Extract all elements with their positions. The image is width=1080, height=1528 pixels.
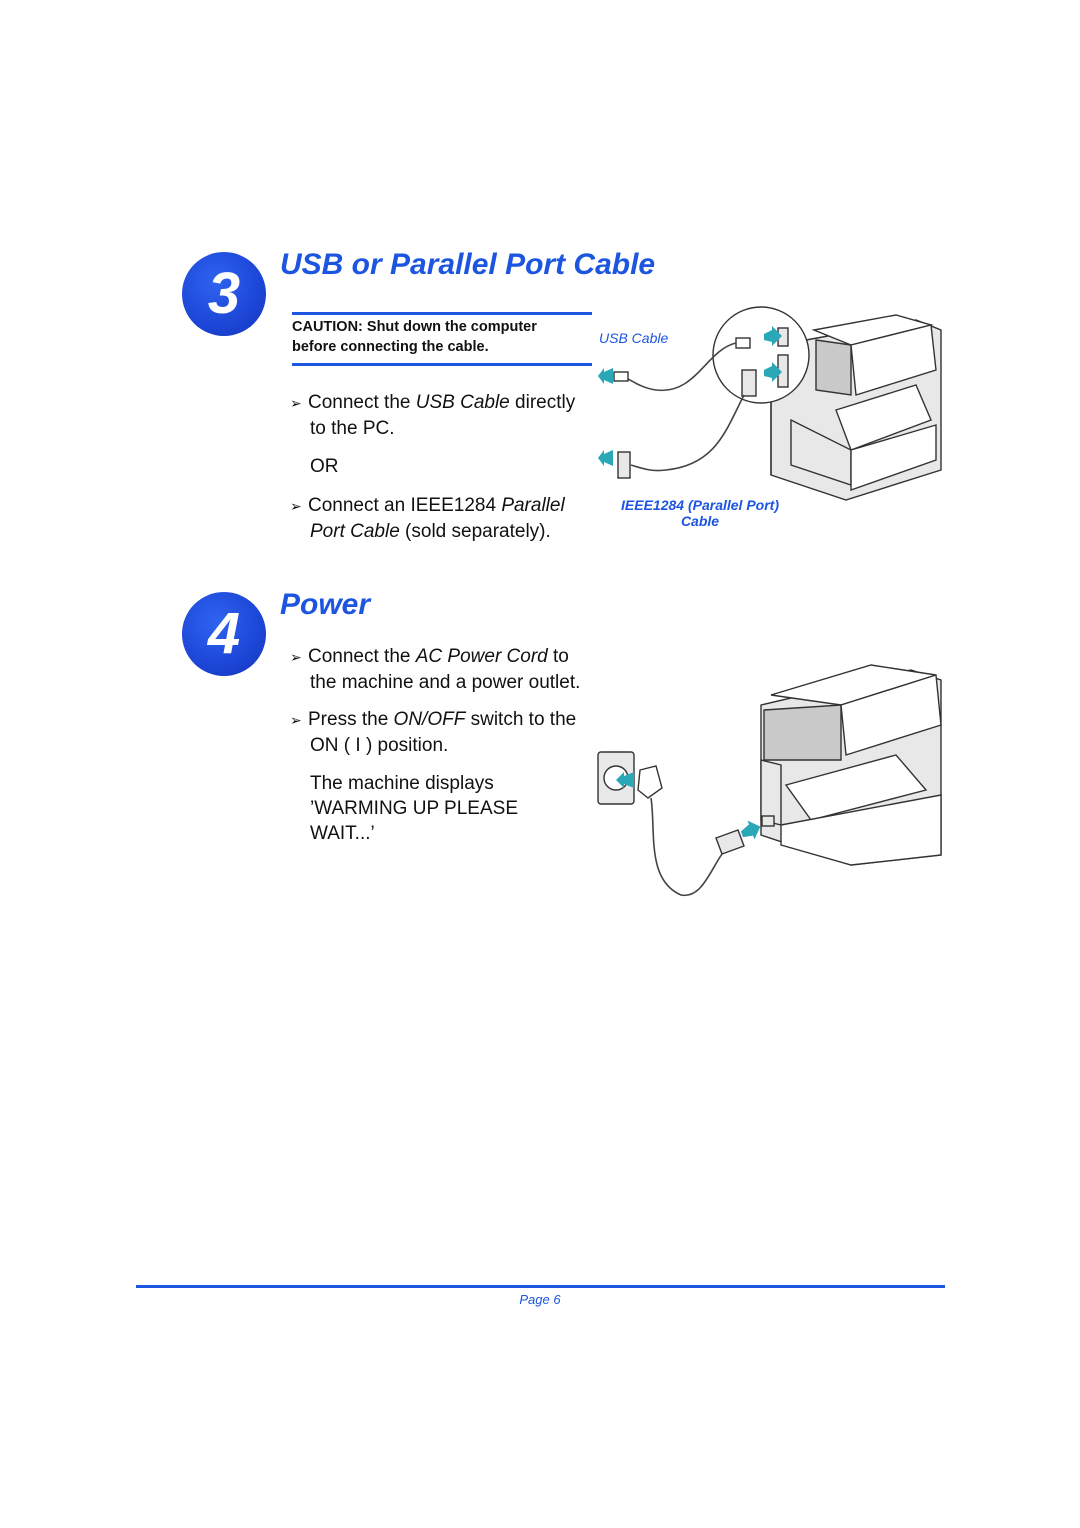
power-cord xyxy=(650,797,732,896)
zoom-circle xyxy=(712,306,810,404)
caution-bottom-rule xyxy=(292,363,592,366)
step-3-or: OR xyxy=(310,456,339,477)
display-note-line-2: ’WARMING UP PLEASE xyxy=(310,798,518,819)
bullet-cord-text-em: AC Power Cord xyxy=(415,646,548,667)
outlet-arrow-icon xyxy=(616,772,634,788)
usb-plug-end xyxy=(613,371,629,382)
power-connection-illustration xyxy=(597,664,942,896)
bullet-switch-text-post: switch to the xyxy=(465,709,577,730)
cable-connection-illustration xyxy=(598,306,942,501)
bullet-cord-text-pre: Connect the xyxy=(308,646,416,667)
step-3-bullet-parallel: ➢ Connect an IEEE1284 Parallel Port Cable… xyxy=(290,493,565,544)
step-4-badge: 4 xyxy=(182,592,266,676)
power-socket xyxy=(761,815,775,827)
bullet-parallel-text-em: Parallel xyxy=(501,495,565,516)
bullet-parallel-line2-em: Port Cable xyxy=(310,521,400,542)
bullet-usb-text-em: USB Cable xyxy=(415,392,510,413)
caution-top-rule xyxy=(292,312,592,315)
bullet-usb-line-2: to the PC. xyxy=(310,418,395,439)
iec-connector-icon xyxy=(715,829,745,855)
parallel-connector-icon xyxy=(741,369,757,397)
footer-rule xyxy=(136,1285,945,1288)
parallel-plug-end xyxy=(617,451,631,479)
bullet-cord-text-post: to xyxy=(547,646,569,667)
bullet-switch-text-pre: Press the xyxy=(308,709,394,730)
parallel-cable xyxy=(630,394,745,472)
step-3-number: 3 xyxy=(207,261,241,326)
bullet-usb-text-post: directly xyxy=(509,392,576,413)
caution-box: CAUTION: Shut down the computer before c… xyxy=(292,317,537,357)
bullet-usb-text-pre: Connect the xyxy=(308,392,416,413)
bullet-arrow-icon: ➢ xyxy=(290,395,302,411)
printer-illustration xyxy=(760,664,942,866)
page-number: Page 6 xyxy=(519,1292,561,1307)
usb-cable xyxy=(625,342,737,391)
power-plug-icon xyxy=(637,765,663,799)
ieee-cable-label-line-2: Cable xyxy=(680,513,720,529)
bullet-switch-text-em: ON/OFF xyxy=(393,709,466,730)
step-4-title: Power xyxy=(280,588,371,621)
step-3-bullet-usb: ➢ Connect the USB Cable directly to the P… xyxy=(290,390,575,441)
step-3-badge: 3 xyxy=(182,252,266,336)
step-4-bullet-cord: ➢ Connect the AC Power Cord to the machin… xyxy=(290,644,580,695)
usb-connector-icon xyxy=(735,337,751,349)
usb-cable-label: USB Cable xyxy=(599,330,669,346)
printer-illustration xyxy=(770,314,942,501)
caution-line-1: CAUTION: Shut down the computer xyxy=(292,319,537,335)
parallel-arrow-icon xyxy=(764,362,782,382)
usb-arrow-icon xyxy=(764,326,782,346)
iec-arrow-icon xyxy=(740,820,761,840)
parallel-end-arrow-icon xyxy=(598,450,613,466)
ieee-cable-label-line-1: IEEE1284 (Parallel Port) xyxy=(621,497,779,513)
bullet-parallel-text-pre: Connect an IEEE1284 xyxy=(308,495,502,516)
step-3-title: USB or Parallel Port Cable xyxy=(280,248,656,281)
display-note-line-1: The machine displays xyxy=(310,773,494,794)
step-4-bullet-switch: ➢ Press the ON/OFF switch to the ON ( I )… xyxy=(290,707,576,758)
ieee-cable-label: IEEE1284 (Parallel Port) Cable xyxy=(600,497,800,529)
bullet-arrow-icon: ➢ xyxy=(290,498,302,514)
step-4-number: 4 xyxy=(207,601,241,666)
bullet-switch-line-2: ON ( I ) position. xyxy=(310,735,449,756)
display-note-line-3: WAIT...’ xyxy=(310,823,375,844)
bullet-arrow-icon: ➢ xyxy=(290,712,302,728)
usb-end-arrow-icon xyxy=(598,368,613,384)
caution-line-2: before connecting the cable. xyxy=(292,339,489,355)
step-4-display-note: The machine displays ’WARMING UP PLEASE … xyxy=(310,771,518,846)
bullet-parallel-line2-post: (sold separately). xyxy=(399,521,551,542)
bullet-cord-line-2: the machine and a power outlet. xyxy=(310,672,581,693)
bullet-arrow-icon: ➢ xyxy=(290,649,302,665)
